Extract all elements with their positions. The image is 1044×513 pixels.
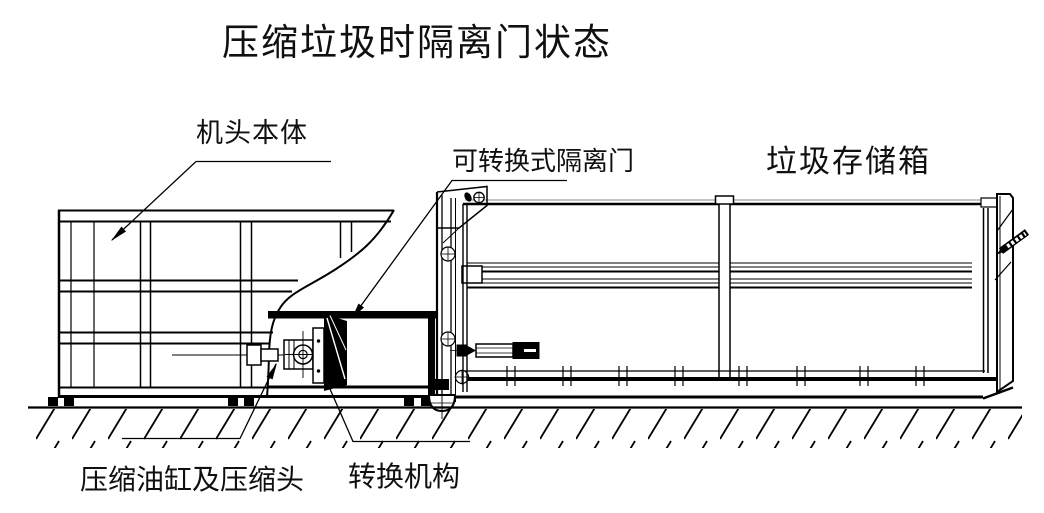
frame-feet	[48, 397, 431, 406]
pressure-plate	[312, 327, 325, 384]
leader-machine-head	[111, 160, 331, 241]
label-garbage-storage-box: 垃圾存储箱	[766, 144, 931, 180]
label-compression-cylinder-and-head: 压缩油缸及压缩头	[80, 463, 305, 496]
label-machine-head-body: 机头本体	[196, 118, 308, 149]
rear-door-wall	[996, 193, 1014, 394]
diagram-title: 压缩垃圾时隔离门状态	[222, 21, 612, 64]
leader-lines	[111, 160, 567, 443]
isolation-door-assembly	[427, 185, 488, 419]
isolation-door-panel-lowered	[324, 314, 347, 391]
door-shift-cylinder	[450, 342, 540, 359]
label-conversion-mechanism: 转换机构	[348, 460, 461, 493]
rail-end-cap	[461, 265, 483, 284]
leader-isolation-door	[351, 179, 567, 319]
compression-mechanism	[172, 314, 347, 391]
ground-hatching	[28, 406, 1022, 448]
lock-handle	[996, 229, 1030, 255]
machine-head-frame	[48, 209, 437, 406]
storage-box	[450, 193, 1030, 400]
label-convertible-isolation-door: 可转换式隔离门	[452, 147, 635, 177]
cutaway-break-line	[266, 209, 437, 398]
top-hinge-bracket	[436, 185, 488, 229]
